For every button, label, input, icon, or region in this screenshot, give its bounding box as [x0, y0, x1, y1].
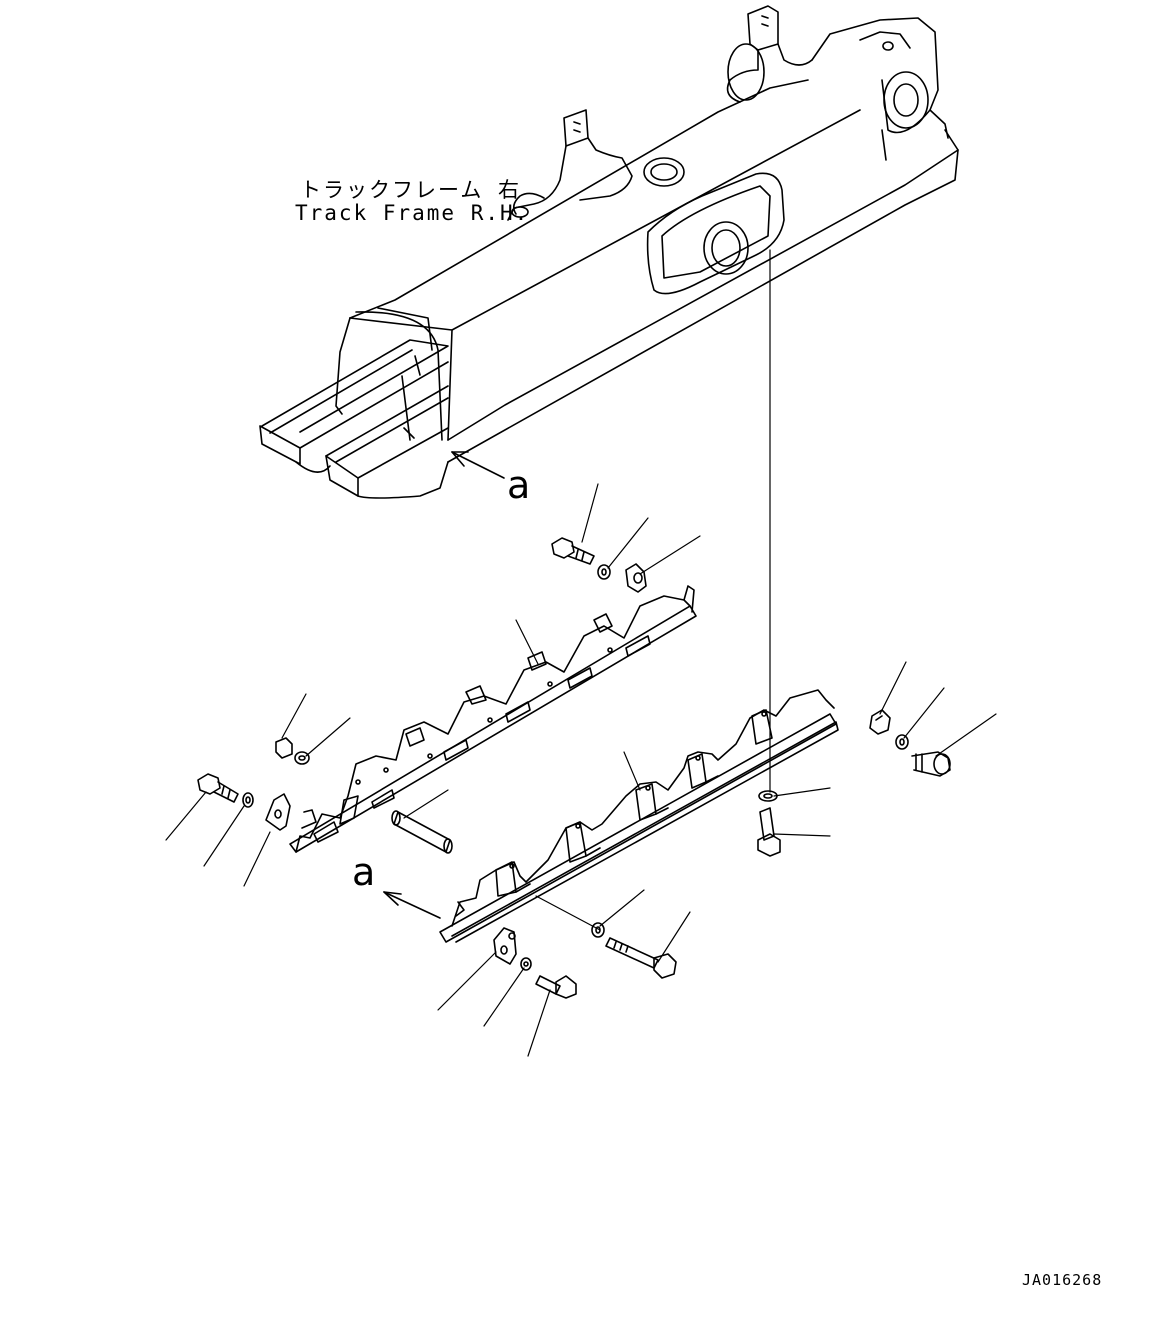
plate [265, 563, 647, 965]
washer [242, 564, 909, 971]
spacer-pipe [391, 810, 453, 854]
view-marker-top: a [507, 463, 531, 507]
drawing-id: JA016268 [1022, 1271, 1103, 1289]
track-frame [259, 5, 959, 499]
bolt [197, 537, 951, 999]
rock-guard-outer [289, 585, 697, 853]
frame-label-en: Track Frame R.H. [295, 201, 530, 225]
leader-lines [165, 483, 997, 1057]
rock-guard-inner [439, 689, 839, 943]
nut [275, 709, 891, 759]
view-marker-bottom: a [352, 850, 376, 894]
frame-label-jp: トラックフレーム 右 [300, 178, 522, 202]
view-arrow [383, 451, 505, 919]
